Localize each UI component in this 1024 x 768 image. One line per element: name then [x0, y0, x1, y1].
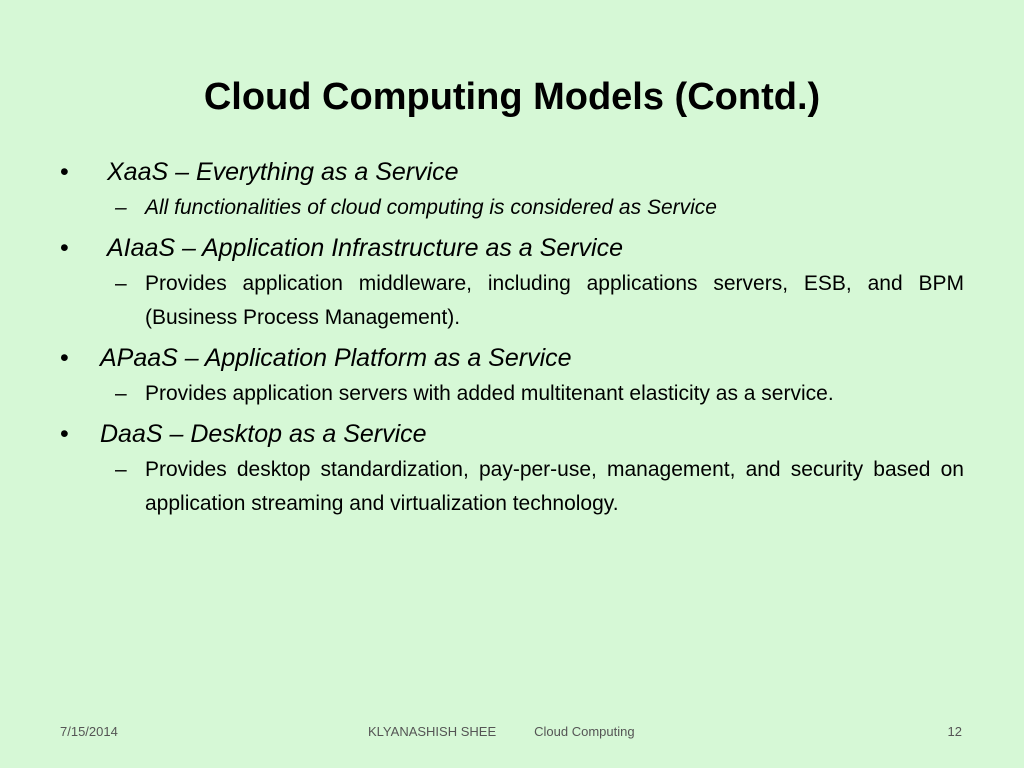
- sub-bullet-item: – Provides application servers with adde…: [115, 377, 964, 411]
- sub-bullet-text: Provides application servers with added …: [145, 382, 834, 405]
- footer-date: 7/15/2014: [60, 724, 118, 739]
- sub-bullet-item: – Provides desktop standardization, pay-…: [115, 453, 964, 521]
- sub-bullet-item: – Provides application middleware, inclu…: [115, 267, 964, 335]
- footer-author: KLYANASHISH SHEE: [368, 724, 497, 739]
- footer-page-number: 12: [947, 724, 962, 739]
- bullet-heading: APaaS – Application Platform as a Servic…: [100, 344, 572, 372]
- bullet-icon: •: [60, 344, 69, 372]
- dash-icon: –: [115, 382, 127, 405]
- bullet-item: • XaaS – Everything as a Service: [60, 153, 964, 191]
- footer-subject: Cloud Computing: [534, 724, 635, 739]
- bullet-heading: DaaS – Desktop as a Service: [100, 420, 427, 448]
- dash-icon: –: [115, 458, 127, 481]
- bullet-icon: •: [60, 234, 69, 262]
- bullet-heading: XaaS – Everything as a Service: [107, 158, 459, 186]
- bullet-item: • AIaaS – Application Infrastructure as …: [60, 229, 964, 267]
- bullet-heading: AIaaS – Application Infrastructure as a …: [107, 234, 624, 262]
- sub-bullet-item: – All functionalities of cloud computing…: [115, 191, 964, 225]
- slide-content: • XaaS – Everything as a Service – All f…: [60, 150, 964, 525]
- bullet-icon: •: [60, 420, 69, 448]
- bullet-icon: •: [60, 158, 69, 186]
- slide-title: Cloud Computing Models (Contd.): [203, 76, 821, 118]
- bullet-item: • DaaS – Desktop as a Service: [60, 415, 964, 453]
- footer-center: KLYANASHISH SHEE Cloud Computing: [368, 722, 635, 742]
- dash-icon: –: [115, 196, 127, 219]
- bullet-item: • APaaS – Application Platform as a Serv…: [60, 339, 964, 377]
- sub-bullet-text: All functionalities of cloud computing i…: [145, 196, 717, 219]
- sub-bullet-text: Provides desktop standardization, pay-pe…: [145, 458, 964, 515]
- dash-icon: –: [115, 272, 127, 295]
- sub-bullet-text: Provides application middleware, includi…: [145, 272, 964, 329]
